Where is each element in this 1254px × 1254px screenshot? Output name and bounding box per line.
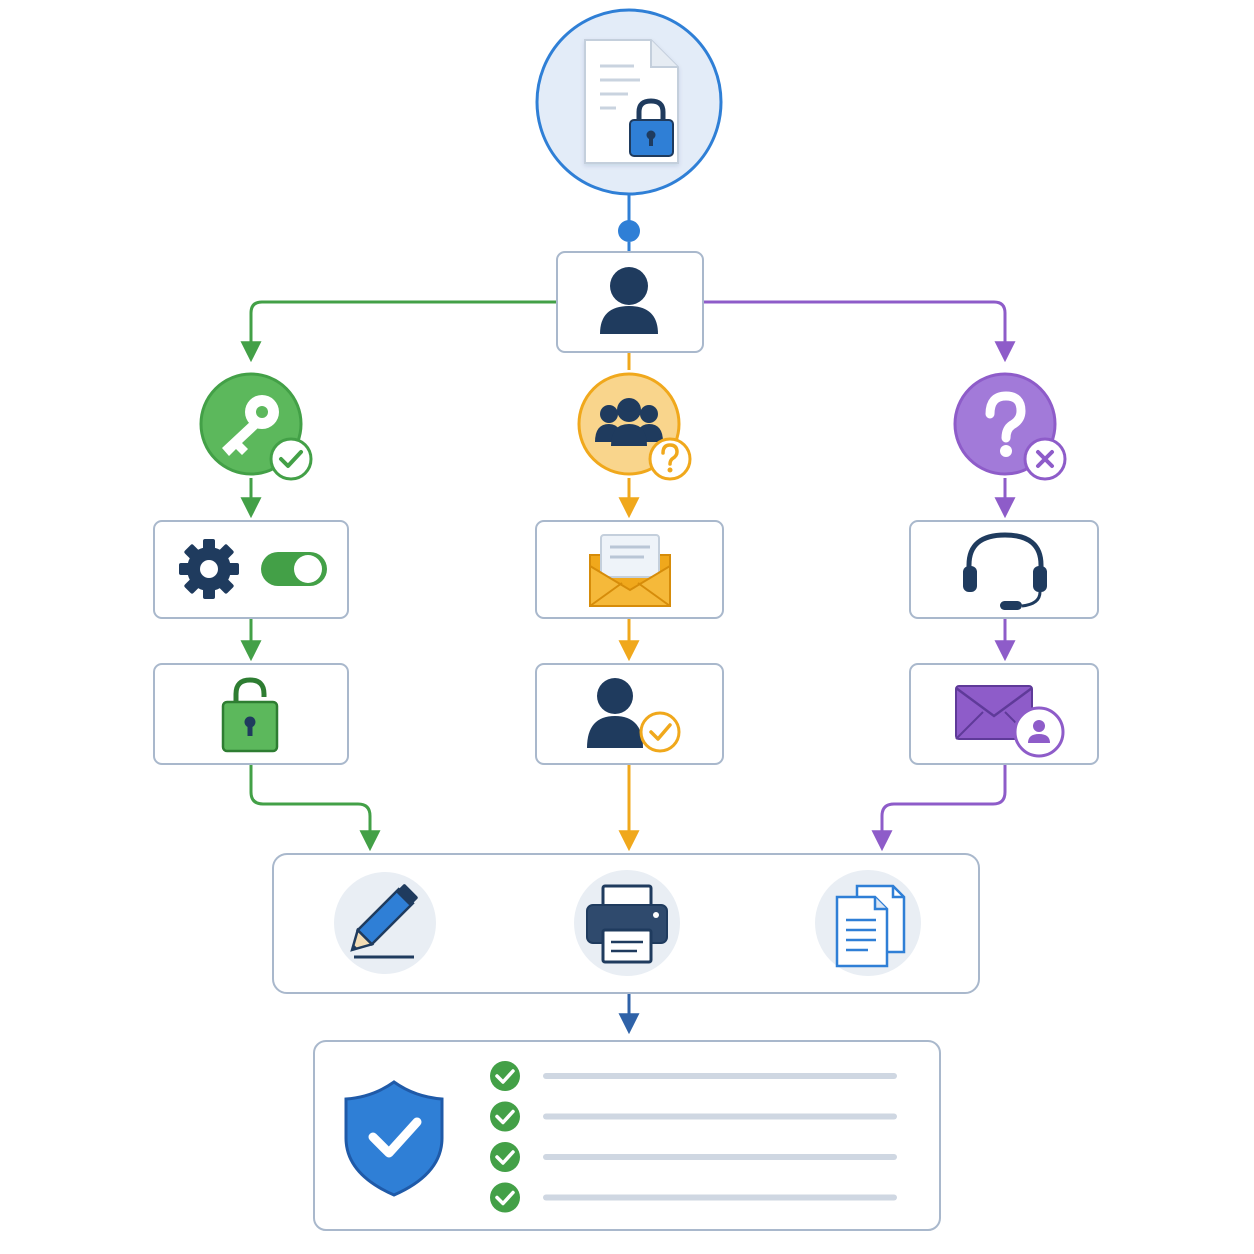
requester-node[interactable] (556, 251, 704, 353)
junction-dot (618, 220, 640, 242)
checklist (490, 1061, 897, 1213)
user-icon (600, 267, 658, 334)
step-granted-settings[interactable] (153, 520, 349, 619)
check-circle-icon (490, 1061, 520, 1091)
step-pending-email[interactable] (535, 520, 724, 619)
shield-check-icon (344, 1080, 444, 1197)
step-denied-contact[interactable] (909, 663, 1099, 765)
headset-icon (963, 532, 1047, 610)
checklist-item (490, 1182, 897, 1213)
status-granted[interactable] (199, 372, 313, 481)
gear-icon (179, 539, 239, 599)
step-denied-support[interactable] (909, 520, 1099, 619)
result-panel (313, 1040, 941, 1231)
user-approved-icon (587, 678, 681, 753)
question-mark-icon (985, 391, 1026, 457)
connector-denied-branch (703, 300, 1016, 363)
check-circle-icon (490, 1182, 520, 1213)
mail-contact-icon (955, 685, 1065, 758)
checklist-item (490, 1142, 897, 1172)
copy-documents-icon (835, 884, 906, 968)
connector-granted-to-actions (249, 765, 381, 852)
print-action[interactable] (574, 870, 680, 976)
checklist-item (490, 1061, 897, 1091)
edit-action[interactable] (334, 872, 436, 974)
checklist-item (490, 1101, 897, 1132)
connector-granted-branch (240, 300, 557, 363)
copy-action[interactable] (815, 870, 921, 976)
edit-pencil-icon (350, 884, 418, 959)
step-pending-approval[interactable] (535, 663, 724, 765)
check-circle-icon (490, 1142, 520, 1172)
actions-panel (272, 853, 980, 994)
toggle-on-icon (261, 552, 327, 586)
locked-document-icon (584, 39, 679, 164)
status-pending[interactable] (577, 372, 692, 481)
envelope-icon (589, 534, 671, 607)
question-badge-icon (648, 437, 692, 481)
group-icon (595, 398, 663, 446)
x-badge-icon (1023, 437, 1067, 481)
step-granted-unlock[interactable] (153, 663, 349, 765)
source-node[interactable] (535, 8, 723, 196)
connector-denied-to-actions (871, 765, 1007, 852)
check-badge-icon (269, 437, 313, 481)
status-denied[interactable] (953, 372, 1067, 481)
check-circle-icon (490, 1101, 520, 1132)
unlocked-padlock-icon (221, 677, 279, 753)
printer-icon (586, 884, 668, 964)
connectors (240, 194, 1016, 1035)
